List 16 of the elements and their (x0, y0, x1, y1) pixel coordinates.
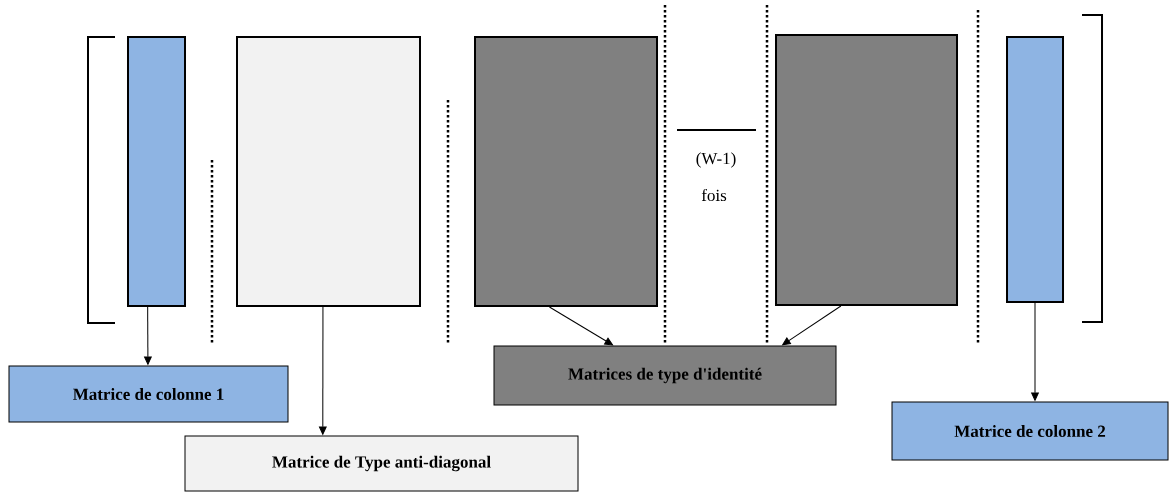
matrix-rectangle (127, 36, 186, 307)
matrix-rectangle (775, 34, 958, 306)
label-box: Matrice de Type anti-diagonal (184, 435, 579, 492)
note-text: fois (701, 188, 727, 202)
note-text: (W-1) (696, 152, 736, 168)
label-box: Matrices de type d'identité (493, 345, 837, 406)
arrow (548, 306, 613, 346)
arrow (318, 306, 327, 435)
label-box: Matrice de colonne 2 (891, 401, 1169, 461)
arrow (782, 305, 842, 346)
arrow (144, 306, 152, 365)
matrix-rectangle (474, 36, 658, 307)
matrix-rectangle (1006, 36, 1064, 303)
label-box: Matrice de colonne 1 (8, 365, 289, 423)
arrow (1031, 302, 1039, 401)
matrix-rectangle (236, 36, 421, 307)
